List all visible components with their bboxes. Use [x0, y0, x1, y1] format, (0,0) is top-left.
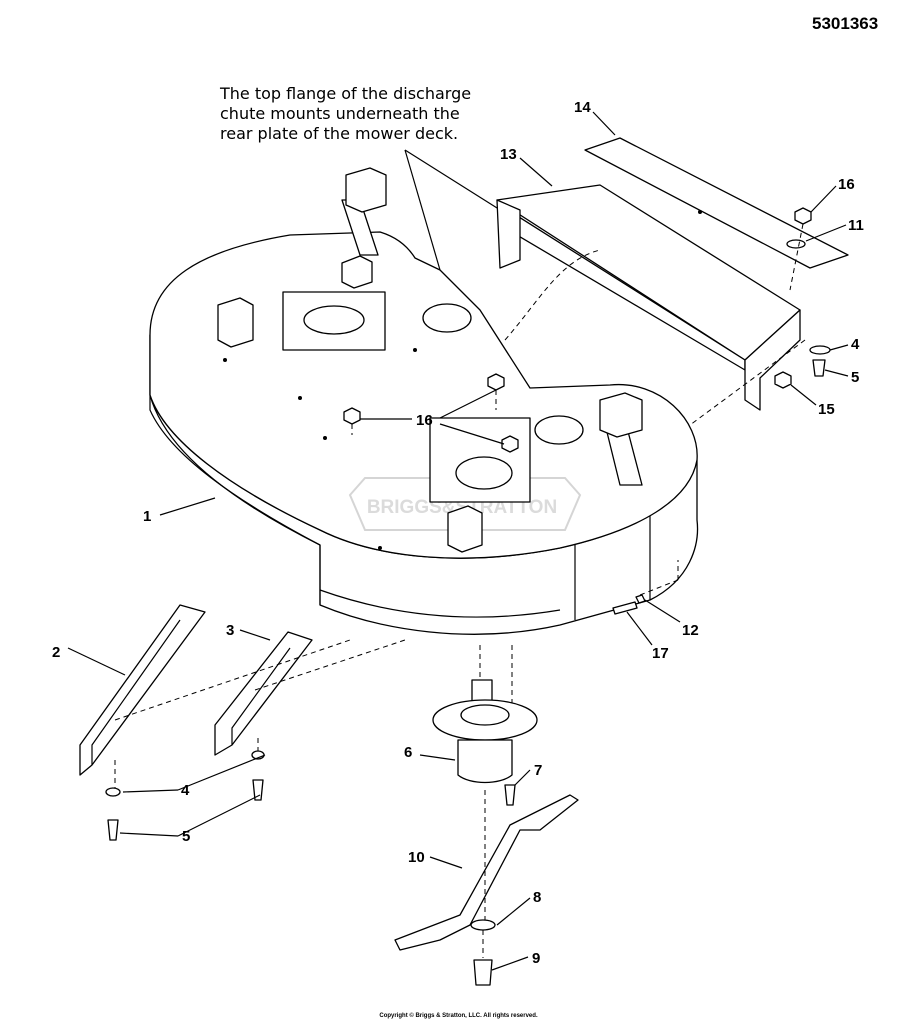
- washer-4-right: [809, 345, 831, 355]
- spindle-hub: [460, 704, 510, 726]
- callout-16-deck: 16: [416, 412, 433, 429]
- mount-block-center: [447, 505, 483, 553]
- note-line-3: rear plate of the mower deck.: [220, 124, 459, 143]
- idler-pulley-right: [534, 415, 584, 445]
- callout-14: 14: [574, 99, 591, 116]
- spindle-hole-right: [455, 456, 513, 490]
- callout-13: 13: [500, 146, 517, 163]
- rear-bracket-left-block: [345, 167, 387, 213]
- note-line-1: The top flange of the discharge: [220, 84, 472, 103]
- note-line-2: chute mounts underneath the: [220, 104, 460, 123]
- spindle-assembly: [432, 645, 538, 806]
- deck-skirt-bottom-edge: [319, 589, 561, 618]
- clip-bracket: [341, 255, 373, 289]
- callout-2: 2: [52, 644, 60, 661]
- note-leader-2: [404, 149, 506, 214]
- hex-nut-15: [774, 371, 792, 389]
- callout-5-right: 5: [851, 369, 859, 386]
- mount-block-left: [217, 297, 254, 348]
- washer-4-left-a: [105, 787, 121, 797]
- callout-4-right: 4: [851, 336, 860, 353]
- bolt-5-left-b: [252, 779, 264, 801]
- chute-top-plate: [584, 137, 849, 269]
- callout-4-left: 4: [181, 782, 190, 799]
- callout-11: 11: [848, 217, 864, 234]
- washer-11: [786, 239, 806, 249]
- diagram-part-number: 5301363: [812, 14, 879, 33]
- callout-leaders: [67, 111, 849, 971]
- hex-nut-16-b: [487, 373, 505, 391]
- hex-nut-16-c: [501, 435, 519, 453]
- chute-rear-plate: [744, 309, 801, 411]
- callout-10: 10: [408, 849, 425, 866]
- nut-12: [635, 594, 646, 604]
- callout-17: 17: [652, 645, 669, 662]
- callout-3: 3: [226, 622, 234, 639]
- note-leader-1: [404, 149, 441, 271]
- mower-deck: BRIGGS&STRATTON: [149, 167, 699, 635]
- idler-pulley-left: [422, 303, 472, 333]
- callout-6: 6: [404, 744, 412, 761]
- callout-8: 8: [533, 889, 541, 906]
- callout-7: 7: [534, 762, 542, 779]
- hex-nut-16-upper: [794, 207, 812, 225]
- hex-nut-16-a: [343, 407, 361, 425]
- assembly-note: The top flange of the discharge chute mo…: [220, 84, 471, 144]
- baffle-3: [214, 631, 313, 756]
- callout-9: 9: [532, 950, 540, 967]
- chute-hidden-edge: [504, 249, 601, 341]
- rear-bracket-right-block: [599, 392, 643, 438]
- bolt-9: [473, 959, 493, 986]
- washer-8: [470, 919, 496, 931]
- callout-16-upper: 16: [838, 176, 855, 193]
- spindle-housing: [457, 739, 513, 784]
- discharge-chute: [496, 184, 801, 411]
- callout-1: 1: [143, 508, 151, 525]
- copyright-notice: Copyright © Briggs & Stratton, LLC. All …: [379, 1013, 538, 1019]
- spindle-hole-left: [303, 305, 365, 335]
- chute-left-flange: [496, 199, 521, 269]
- deck-skirt-lip: [149, 395, 321, 546]
- bolt-17: [612, 601, 638, 615]
- deck-hex-nuts: [343, 373, 519, 453]
- nut-and-washer-upper: [786, 207, 812, 291]
- bolt-and-washer-right: [689, 339, 831, 426]
- callout-12: 12: [682, 622, 699, 639]
- bolt-5-left-a: [107, 819, 119, 841]
- bolt-5-right: [812, 359, 826, 377]
- mower-blade: [394, 794, 579, 951]
- baffle-2: [79, 604, 206, 776]
- bolt-7: [504, 784, 516, 806]
- callout-5-left: 5: [182, 828, 190, 845]
- callout-15: 15: [818, 401, 835, 418]
